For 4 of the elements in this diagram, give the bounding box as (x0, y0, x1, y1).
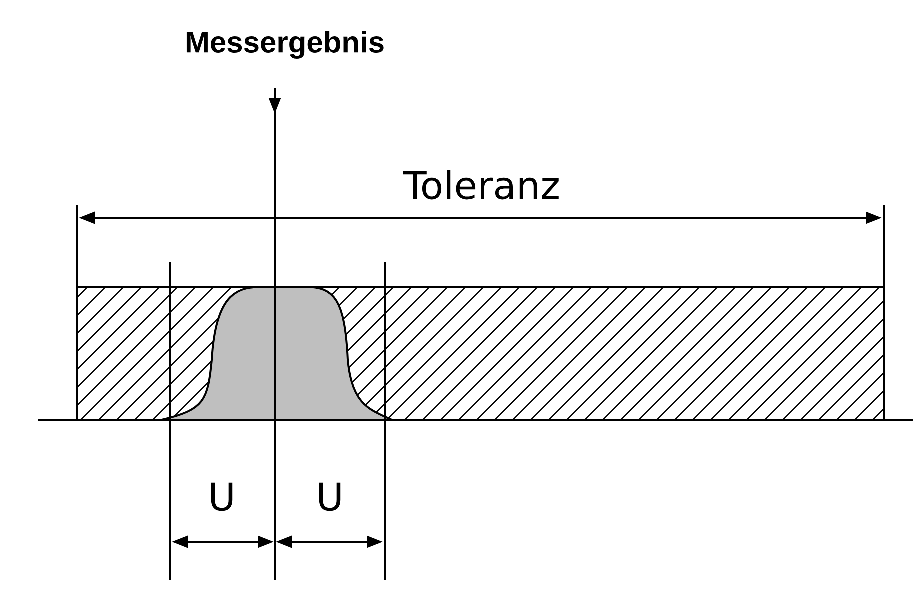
title-label: Messergebnis (186, 30, 384, 60)
dimension-label: U (319, 482, 341, 512)
dimension-label: U (211, 482, 233, 512)
dimension-label: Toleranz (403, 170, 559, 200)
